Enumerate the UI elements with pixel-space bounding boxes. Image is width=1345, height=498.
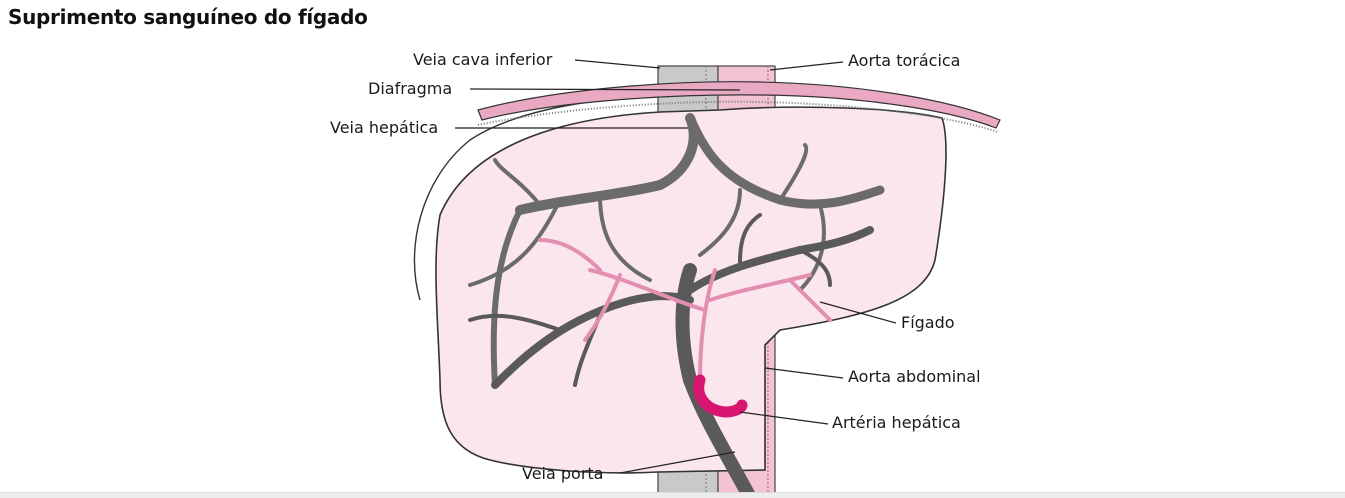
label-vena-cava: Veia cava inferior	[413, 50, 553, 69]
label-thoracic-aorta: Aorta torácica	[848, 51, 960, 70]
hepatic-artery-shape	[693, 374, 748, 418]
artery-branches	[538, 238, 832, 382]
label-liver: Fígado	[901, 313, 955, 332]
label-diaphragm: Diafragma	[368, 79, 452, 98]
label-hepatic-artery: Artéria hepática	[832, 413, 961, 432]
bottom-scroll-edge	[0, 492, 1345, 498]
hepatic-vein-branches	[468, 113, 885, 388]
page-title: Suprimento sanguíneo do fígado	[8, 5, 368, 29]
label-portal-vein: Veia porta	[522, 464, 603, 483]
label-abdominal-aorta: Aorta abdominal	[848, 367, 981, 386]
diaphragm-shape	[477, 81, 1001, 129]
label-hepatic-vein: Veia hepática	[330, 118, 438, 137]
